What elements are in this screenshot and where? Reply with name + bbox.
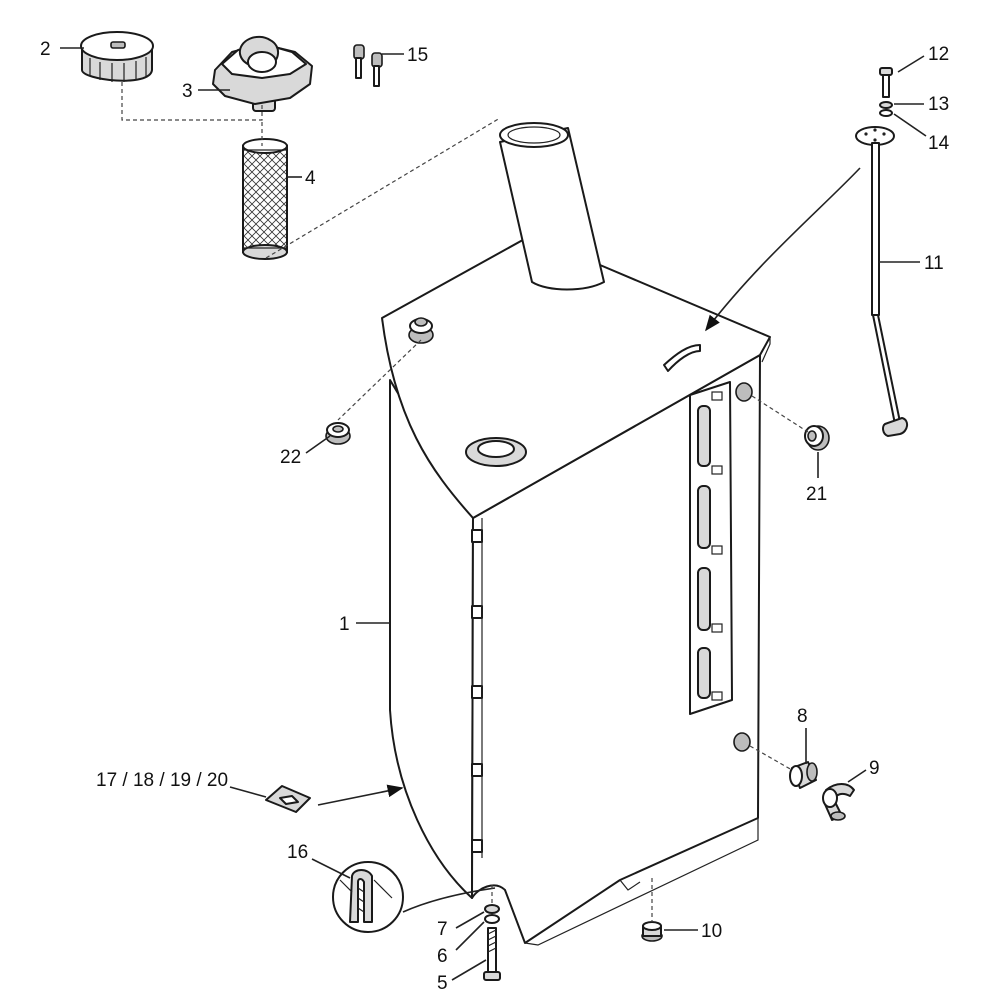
filler-cap-plain[interactable] <box>80 31 154 82</box>
callout-9: 9 <box>869 758 880 779</box>
arrows <box>317 167 861 806</box>
leader-lines <box>60 47 927 981</box>
callout-5: 5 <box>437 973 448 994</box>
callout-16: 16 <box>287 842 308 863</box>
assembly-lines <box>121 82 809 922</box>
filler-neck <box>499 122 605 291</box>
callout-22: 22 <box>280 447 301 468</box>
callout-3: 3 <box>182 81 193 102</box>
washer-7[interactable] <box>484 904 500 914</box>
callout-14: 14 <box>928 133 950 154</box>
weld-tabs <box>471 518 483 858</box>
slot-opening <box>663 344 701 372</box>
spacer-clip[interactable] <box>265 785 311 813</box>
callout-2: 2 <box>40 39 51 60</box>
callout-21: 21 <box>806 484 827 505</box>
callout-1: 1 <box>339 614 350 635</box>
grommet-21[interactable] <box>804 425 830 451</box>
callout-10: 10 <box>701 921 722 942</box>
callout-labels: 2 3 15 4 12 13 14 11 22 21 1 8 9 17 / 18… <box>40 39 950 994</box>
washer-13[interactable] <box>879 101 893 109</box>
edge-trim-pointer <box>402 887 496 913</box>
mounting-bolt[interactable] <box>483 927 501 981</box>
sender-flange <box>465 437 527 467</box>
callout-15: 15 <box>407 45 428 66</box>
fuel-level-sender[interactable] <box>855 126 908 437</box>
grommet-22[interactable] <box>325 422 351 445</box>
drain-plug[interactable] <box>641 921 663 942</box>
callout-4: 4 <box>305 168 316 189</box>
washer-6[interactable] <box>484 914 500 924</box>
washer-14[interactable] <box>879 109 893 117</box>
elbow-fitting[interactable] <box>822 783 855 821</box>
callout-11: 11 <box>924 253 944 274</box>
mounting-strap <box>689 381 733 715</box>
filler-strainer[interactable] <box>242 138 288 260</box>
callout-8: 8 <box>797 706 808 727</box>
callout-12: 12 <box>928 44 949 65</box>
lower-boss <box>733 732 751 752</box>
callout-17-20: 17 / 18 / 19 / 20 <box>96 770 228 791</box>
callout-7: 7 <box>437 919 448 940</box>
callout-13: 13 <box>928 94 949 115</box>
sender-screw[interactable] <box>879 67 893 98</box>
breather-grommet <box>408 317 434 344</box>
keys[interactable] <box>353 44 383 87</box>
adapter-fitting[interactable] <box>789 761 818 789</box>
upper-boss <box>735 382 753 402</box>
callout-6: 6 <box>437 946 448 967</box>
edge-trim-detail[interactable] <box>332 861 404 933</box>
filler-cap-locking[interactable] <box>212 35 313 112</box>
